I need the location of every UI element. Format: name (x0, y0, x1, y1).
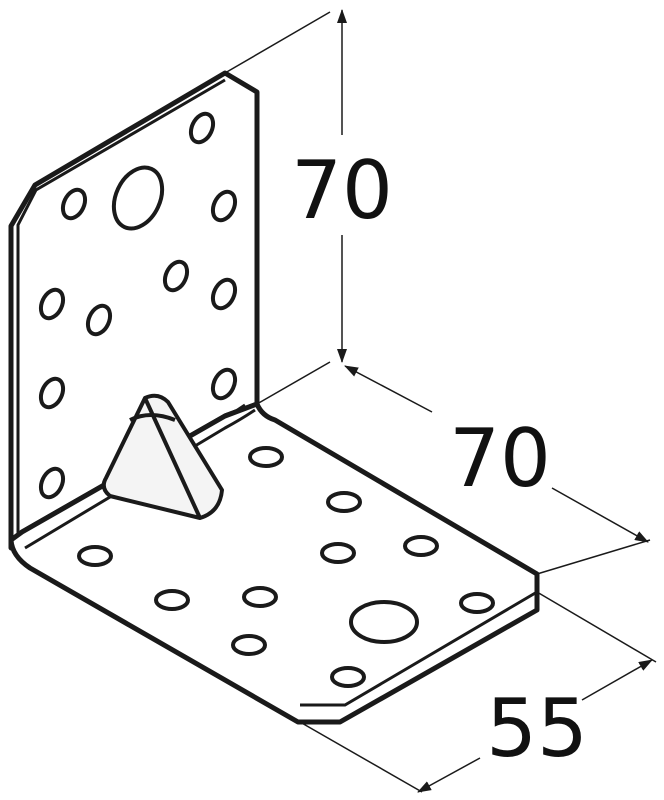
hole (320, 542, 356, 564)
hole (77, 545, 113, 567)
height-dimension (224, 9, 347, 405)
hole (326, 491, 362, 513)
extension-line (299, 721, 423, 793)
hole (248, 446, 284, 468)
large-hole (349, 600, 419, 644)
extension-line (256, 361, 331, 405)
hole (60, 187, 88, 221)
hole (459, 592, 495, 614)
extension-line (536, 539, 651, 575)
width-dimension (299, 591, 657, 793)
hole (242, 586, 278, 608)
dimension-arrow (344, 365, 433, 413)
hole (38, 466, 66, 500)
bend-line (24, 408, 538, 707)
hole (330, 666, 366, 688)
hole (210, 367, 238, 401)
large-hole (111, 165, 165, 231)
width-label: 55 (486, 682, 588, 775)
horizontal-plate-holes (77, 446, 495, 688)
hole (231, 634, 267, 656)
hole (162, 259, 190, 293)
hole (38, 287, 66, 321)
depth-dimension (344, 365, 651, 575)
hole (210, 277, 238, 311)
hole (154, 589, 190, 611)
extension-line (224, 11, 331, 74)
dimension-arrow (551, 487, 649, 543)
hole (188, 111, 216, 145)
hole (210, 189, 238, 223)
dimension-arrow (417, 757, 481, 793)
vertical-plate-holes (38, 111, 238, 500)
hole (85, 303, 113, 337)
extension-line (536, 591, 657, 663)
reinforcement-rib (101, 393, 224, 520)
height-label: 70 (291, 144, 393, 237)
depth-label: 70 (449, 412, 551, 505)
dimension-arrow (581, 659, 653, 701)
hole (38, 376, 66, 410)
hole (403, 535, 439, 557)
